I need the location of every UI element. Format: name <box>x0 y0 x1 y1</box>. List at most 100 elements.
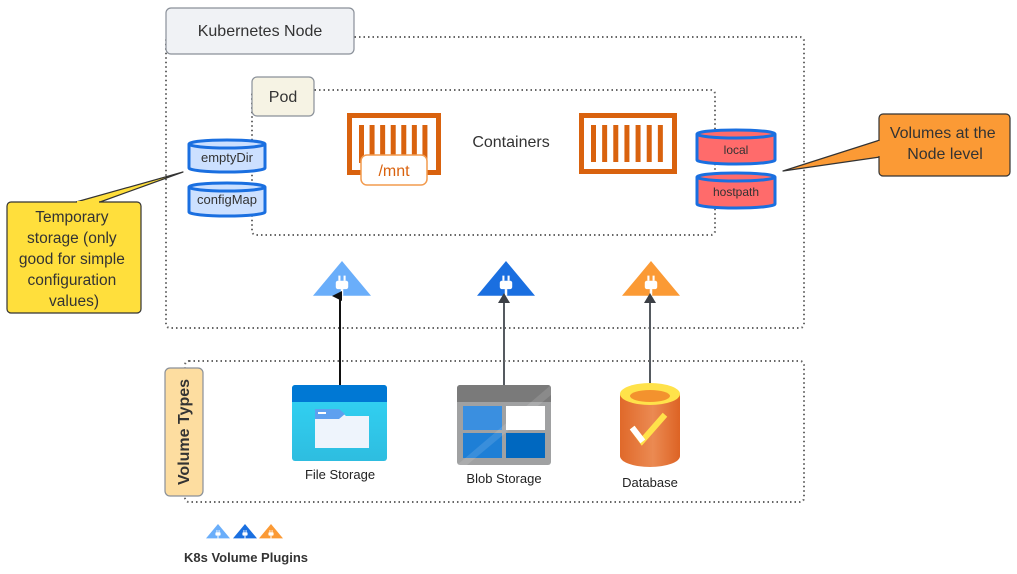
container-bar <box>591 125 596 162</box>
plug-prong <box>338 275 341 281</box>
mount-label-group[interactable]: /mnt <box>360 154 428 186</box>
plug-body <box>335 280 349 290</box>
callout-temporary-storage[interactable]: Temporary storage (only good for simple … <box>6 171 184 314</box>
volume-emptydir[interactable] <box>187 138 267 174</box>
plug-body <box>268 532 274 536</box>
plugin-triangle <box>313 261 371 296</box>
container-bar <box>380 125 386 163</box>
callout-node-level[interactable]: Volumes at the Node level <box>782 113 1011 177</box>
container-bar <box>390 125 396 163</box>
plug-cord <box>504 289 508 296</box>
plug-cord <box>340 289 344 296</box>
plug-cord <box>649 289 653 296</box>
legend-blob-plugin-icon <box>233 524 257 539</box>
container-frame <box>579 113 677 174</box>
plug-body <box>215 532 221 536</box>
node-title: Kubernetes Node <box>198 23 323 40</box>
blob-plugin-icon[interactable] <box>477 261 535 296</box>
container-icon[interactable] <box>579 113 677 174</box>
callout-line: values) <box>49 293 99 310</box>
volume-types-group: Volume Types <box>164 360 805 503</box>
callout-temporary-text: Temporary storage (only good for simple … <box>19 209 129 310</box>
plug-prong <box>216 530 218 533</box>
folder-icon <box>315 411 369 448</box>
pod-title-box[interactable] <box>251 76 315 117</box>
volume-configmap-label: configMap <box>197 192 257 207</box>
cylinder-top <box>187 138 267 150</box>
cylinder-top <box>695 128 777 140</box>
container-bar <box>635 125 641 162</box>
kubernetes-node-group: Kubernetes Node <box>165 7 805 329</box>
legend-database-plugin-icon <box>259 524 283 539</box>
callout-line: good for simple <box>19 251 125 268</box>
callout-box <box>6 201 142 314</box>
volume-local[interactable] <box>695 128 777 166</box>
container-bar <box>369 125 375 163</box>
mount-label: /mnt <box>378 163 410 180</box>
container-bar <box>624 125 630 162</box>
cylinder-top <box>187 181 267 193</box>
callout-pointer <box>782 139 881 172</box>
plug-cord <box>270 535 272 539</box>
blob-cell <box>506 406 545 430</box>
callout-line: Volumes at the <box>890 125 996 142</box>
folder-tab-mark <box>318 412 326 414</box>
volume-hostpath-label: hostpath <box>713 185 759 199</box>
database-top-inner <box>630 390 670 402</box>
volume-configmap[interactable] <box>187 181 267 218</box>
database-plugin-icon[interactable] <box>622 261 680 296</box>
plugin-triangle <box>233 524 257 539</box>
pod-group: Pod <box>251 76 716 236</box>
volume-hostpath[interactable] <box>695 171 777 210</box>
cylinder-body <box>695 134 777 166</box>
database-icon[interactable] <box>620 383 680 467</box>
blob-cell <box>506 433 545 458</box>
plug-cord <box>217 535 219 539</box>
container-bar <box>401 125 407 163</box>
database-label: Database <box>622 475 678 490</box>
container-bar <box>359 125 364 163</box>
volume-local-label: local <box>724 143 749 157</box>
callout-line: Temporary <box>35 209 108 226</box>
container-bar <box>422 125 428 163</box>
plugin-triangle <box>206 524 230 539</box>
file-storage-header <box>292 385 387 402</box>
blob-storage-label: Blob Storage <box>466 471 541 486</box>
node-boundary <box>165 36 805 329</box>
arrow-database-head <box>644 293 656 303</box>
legend-file-plugin-icon <box>206 524 230 539</box>
legend-label: K8s Volume Plugins <box>184 550 308 565</box>
node-title-box[interactable] <box>165 7 355 55</box>
plug-prong <box>502 275 505 281</box>
blob-cell <box>463 406 502 430</box>
file-storage-icon[interactable] <box>292 385 387 461</box>
callout-line: Node level <box>907 146 983 163</box>
plug-prong <box>507 275 510 281</box>
check-highlight <box>629 425 646 444</box>
arrow-blob-head <box>498 293 510 303</box>
callout-pointer-cover <box>77 201 99 204</box>
callout-pointer-cover <box>878 141 881 156</box>
plugin-triangle <box>622 261 680 296</box>
cylinder-body <box>695 177 777 210</box>
cylinder-body <box>187 144 267 174</box>
container-bar <box>646 125 652 162</box>
file-storage-label: File Storage <box>305 467 375 482</box>
container-bar <box>602 125 608 162</box>
volume-types-title-box[interactable] <box>164 367 204 497</box>
containers-label: Containers <box>472 134 549 151</box>
cylinder-top <box>695 171 777 183</box>
blob-storage-icon[interactable] <box>457 385 551 465</box>
plug-prong <box>218 530 220 533</box>
plug-prong <box>647 275 650 281</box>
container-bar <box>657 125 663 162</box>
plug-prong <box>269 530 271 533</box>
file-plugin-icon[interactable] <box>313 261 371 296</box>
blob-cell <box>463 433 502 458</box>
plug-prong <box>243 530 245 533</box>
plug-cord <box>244 535 246 539</box>
container-bar <box>411 125 417 163</box>
container-bar <box>613 125 619 162</box>
cylinder-body <box>187 187 267 218</box>
folder-tab <box>315 409 345 419</box>
